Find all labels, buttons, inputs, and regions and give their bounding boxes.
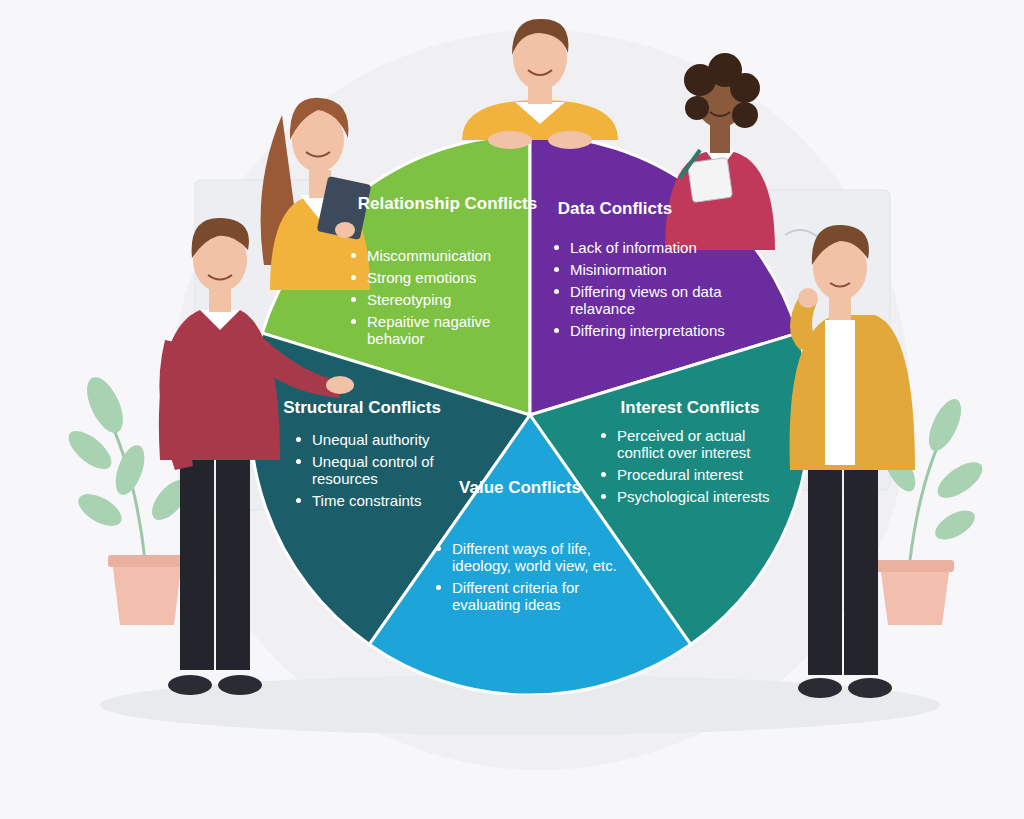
wedge-heading: Relationship Conflicts (355, 193, 540, 214)
bullet-item: Differing interpretations (548, 322, 748, 339)
wedge-heading: Value Conflicts (455, 477, 585, 498)
bullet-text: Differing views on data relavance (570, 283, 721, 317)
bullet-item: Different criteria for evaluating ideas (430, 579, 640, 613)
bullet-text: Strong emotions (367, 269, 476, 286)
bullet-item: Unequal control of resources (290, 453, 485, 487)
bullet-list: Lack of informationMisiniormationDifferi… (548, 239, 748, 344)
bullet-item: Strong emotions (345, 269, 535, 286)
bullet-item: Different ways of life, ideology, world … (430, 540, 640, 574)
bullet-list: Unequal authorityUnequal control of reso… (290, 431, 485, 514)
bullet-dot (554, 267, 559, 272)
bullet-item: Perceived or actual conflict over intere… (595, 427, 790, 461)
bullet-list: Perceived or actual conflict over intere… (595, 427, 790, 510)
bullet-dot (436, 546, 441, 551)
bullet-text: Differing interpretations (570, 322, 725, 339)
bullet-dot (601, 433, 606, 438)
bullet-item: Psychological interests (595, 488, 790, 505)
plant (876, 395, 988, 625)
bullet-text: Miscommunication (367, 247, 491, 264)
bullet-text: Different ways of life, ideology, world … (452, 540, 617, 574)
bullet-text: Unequal authority (312, 431, 430, 448)
bullet-dot (554, 328, 559, 333)
bullet-list: MiscommunicationStrong emotionsStereotyp… (345, 247, 535, 352)
bullet-item: Lack of information (548, 239, 748, 256)
bullet-item: Unequal authority (290, 431, 485, 448)
bullet-dot (296, 498, 301, 503)
bullet-item: Stereotyping (345, 291, 535, 308)
bullet-item: Miscommunication (345, 247, 535, 264)
wedge-heading: Data Conflicts (540, 198, 690, 219)
bullet-dot (296, 459, 301, 464)
wedge-heading: Interest Conflicts (605, 397, 775, 418)
bullet-dot (554, 245, 559, 250)
plant (62, 372, 194, 625)
bullet-dot (351, 275, 356, 280)
bullet-item: Repaitive nagative behavior (345, 313, 535, 347)
bullet-text: Stereotyping (367, 291, 451, 308)
bullet-text: Psychological interests (617, 488, 770, 505)
person (261, 98, 372, 290)
wedge-heading: Structural Conflicts (262, 397, 462, 418)
bullet-text: Unequal control of resources (312, 453, 434, 487)
bullet-text: Time constraints (312, 492, 421, 509)
bullet-item: Misiniormation (548, 261, 748, 278)
person (462, 19, 618, 149)
bullet-item: Procedural interest (595, 466, 790, 483)
bullet-text: Perceived or actual conflict over intere… (617, 427, 750, 461)
bullet-item: Differing views on data relavance (548, 283, 748, 317)
bullet-dot (601, 472, 606, 477)
person (790, 225, 915, 698)
bullet-dot (601, 494, 606, 499)
bullet-dot (436, 585, 441, 590)
person (159, 218, 354, 695)
bullet-text: Misiniormation (570, 261, 667, 278)
bullet-dot (296, 437, 301, 442)
bullet-list: Different ways of life, ideology, world … (430, 540, 640, 618)
bullet-dot (351, 253, 356, 258)
bullet-dot (351, 297, 356, 302)
bullet-text: Different criteria for evaluating ideas (452, 579, 579, 613)
bullet-dot (351, 319, 356, 324)
wedge-shape (369, 415, 690, 695)
bullet-item: Time constraints (290, 492, 485, 509)
bullet-text: Repaitive nagative behavior (367, 313, 490, 347)
bullet-dot (554, 289, 559, 294)
bullet-text: Procedural interest (617, 466, 743, 483)
person (665, 53, 775, 250)
bullet-text: Lack of information (570, 239, 697, 256)
